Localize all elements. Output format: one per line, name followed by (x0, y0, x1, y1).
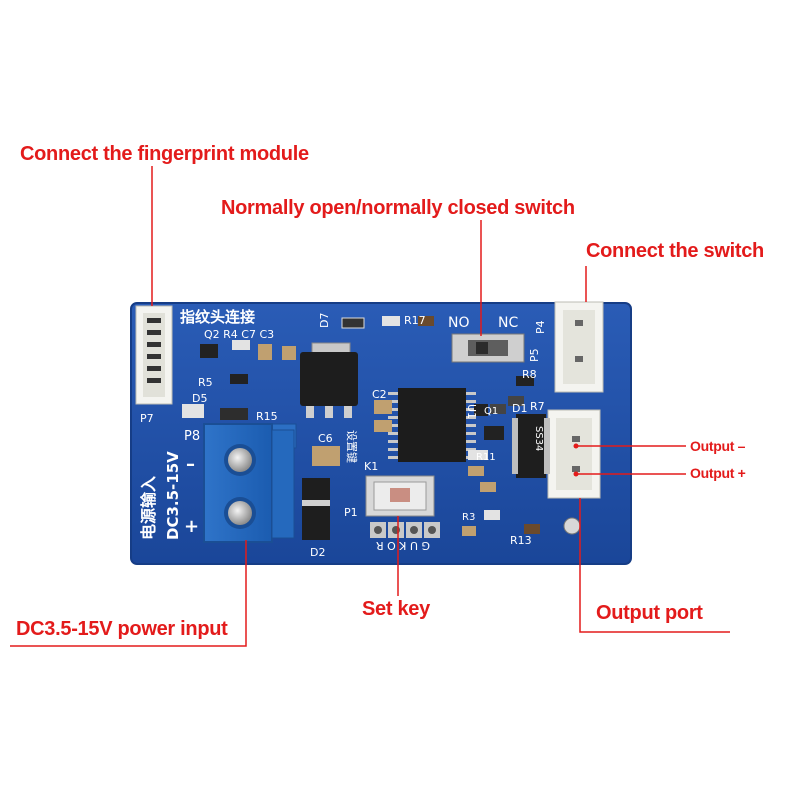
silk-q2r4c7c3: Q2 R4 C7 C3 (204, 328, 274, 341)
leader-power-input (10, 540, 247, 647)
fingerprint-header-connector (135, 305, 173, 405)
main-ic (388, 388, 476, 462)
silk-c2: C2 (372, 388, 387, 401)
silk-minus: – (186, 454, 195, 475)
smd-components (182, 316, 540, 536)
silk-d2: D2 (310, 546, 325, 559)
silk-nc: NC (498, 315, 518, 331)
mounting-hole (563, 517, 581, 535)
silk-q1: Q1 (484, 406, 498, 417)
silk-d7: D7 (318, 313, 331, 328)
silk-no: NO (448, 315, 470, 331)
silk-r11: R11 (476, 452, 496, 463)
label-output-plus: Output + (690, 465, 746, 481)
leader-lines (10, 166, 730, 647)
leader-output-port (579, 498, 730, 633)
silk-power-v: DC3.5-15V (164, 451, 182, 540)
silk-r17: R17 (404, 314, 426, 327)
label-output-minus: Output – (690, 438, 746, 454)
silk-u1: U1 (465, 404, 478, 419)
silk-r13: R13 (510, 534, 532, 547)
silk-ss34: SS34 (533, 426, 544, 451)
silk-p8: P8 (184, 429, 200, 444)
output-plus-dot (573, 471, 579, 477)
silk-k1: K1 (364, 460, 378, 473)
label-power-input: DC3.5-15V power input (16, 618, 228, 640)
silk-d5: D5 (192, 392, 207, 405)
label-connect-the-switch: Connect the switch (586, 240, 764, 262)
silk-p7: P7 (140, 412, 154, 425)
silk-plus: + (184, 516, 199, 537)
silk-set-cn: 设置键 (345, 430, 359, 463)
silk-r3: R3 (462, 512, 475, 523)
no-nc-slide-switch (451, 333, 525, 363)
silk-p4: P4 (534, 320, 547, 334)
silk-power-cn: 电源输入 (139, 476, 158, 540)
label-no-nc-switch: Normally open/normally closed switch (221, 197, 575, 219)
label-output-port: Output port (596, 602, 703, 624)
silk-c6: C6 (318, 432, 333, 445)
silk-r5: R5 (198, 376, 213, 389)
p1-pin-header (370, 522, 440, 538)
ss34-diode (512, 414, 550, 478)
silk-r7: R7 (530, 400, 545, 413)
output-connector (547, 409, 601, 499)
silk-r8: R8 (522, 368, 537, 381)
silk-fp-header: 指纹头连接 (180, 308, 255, 326)
silk-p1: P1 (344, 506, 358, 519)
switch-connector (554, 301, 604, 393)
silk-d1: D1 (512, 402, 527, 415)
label-set-key: Set key (362, 598, 430, 620)
silk-r15: R15 (256, 410, 278, 423)
label-connect-fingerprint-module: Connect the fingerprint module (20, 143, 309, 165)
set-key-button (365, 475, 435, 517)
silk-p5: P5 (528, 348, 541, 362)
output-minus-dot (573, 443, 579, 449)
d2-diode (302, 478, 330, 540)
silk-pins: G U K O R (376, 539, 430, 552)
power-terminal-block (203, 423, 297, 543)
voltage-regulator (300, 342, 358, 418)
